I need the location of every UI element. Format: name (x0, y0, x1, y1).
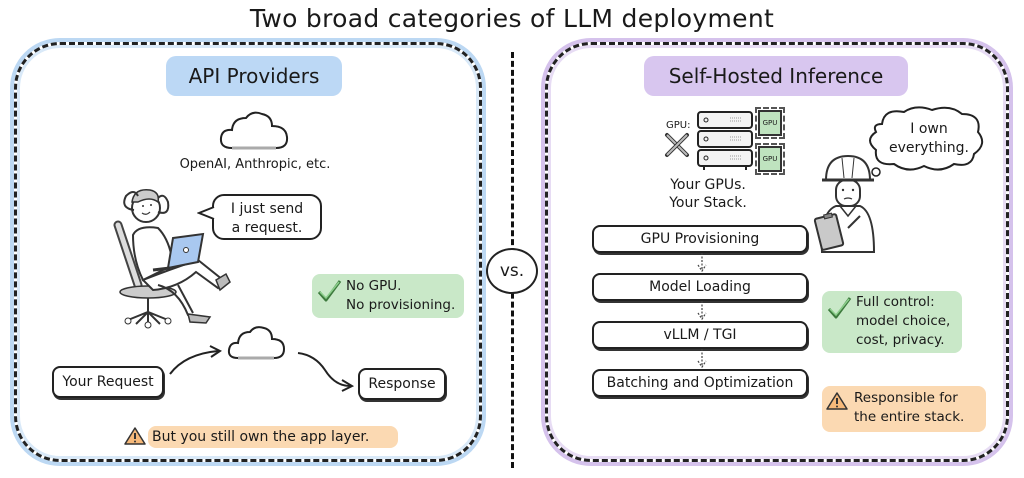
api-providers-label: API Providers (166, 56, 342, 96)
checkmark-icon (827, 297, 852, 319)
responsibility-line-1: Responsible for (854, 390, 958, 406)
cloud-caption: OpenAI, Anthropic, etc. (179, 157, 331, 172)
no-gpu-note: No GPU. No provisioning. (312, 274, 464, 318)
checkmark-icon (317, 280, 342, 302)
self-hosted-label: Self-Hosted Inference (644, 56, 908, 96)
gpu-chip-icon: GPU (755, 143, 785, 175)
speech-line-1: I just send (230, 201, 304, 217)
full-control-line-1: Full control: (856, 294, 935, 310)
hardware-caption-line-2: Your Stack. (669, 195, 747, 211)
warning-icon (124, 427, 146, 445)
diagram-title: Two broad categories of LLM deployment (249, 4, 775, 33)
step-model-loading: Model Loading (592, 273, 808, 301)
step-vllm-tgi: vLLM / TGI (592, 321, 808, 349)
full-control-note: Full control: model choice, cost, privac… (822, 291, 962, 353)
speech-line-2: a request. (231, 220, 303, 236)
vs-badge: vs. (486, 248, 538, 294)
server-rack-icon (697, 111, 753, 170)
provider-cloud-icon (227, 326, 286, 360)
dotted-arrow-icon (697, 349, 707, 369)
gpu-hardware-label: GPU: (666, 120, 691, 131)
speech-bubble-tail (197, 206, 215, 220)
warning-icon (826, 392, 848, 410)
tools-icon (665, 133, 689, 157)
responsibility-warning: Responsible for the entire stack. (822, 386, 986, 432)
no-gpu-line-2: No provisioning. (346, 297, 456, 313)
no-gpu-line-1: No GPU. (346, 278, 402, 294)
hardware-caption-line-1: Your GPUs. (670, 177, 746, 193)
self-hosted-panel (545, 42, 1009, 462)
dotted-arrow-icon (697, 301, 707, 321)
relaxed-developer-illustration (113, 189, 231, 329)
cloud-icon (219, 111, 289, 150)
dotted-arrow-icon (697, 253, 707, 273)
speech-bubble: I just send a request. (212, 194, 322, 240)
step-batching-optimization: Batching and Optimization (592, 369, 808, 397)
full-control-line-3: cost, privacy. (856, 332, 945, 348)
flow-arrows (169, 345, 355, 392)
thought-bubble-text: I own everything. (872, 120, 986, 158)
app-layer-warning: But you still own the app layer. (148, 426, 398, 448)
step-gpu-provisioning: GPU Provisioning (592, 225, 808, 253)
thought-line-2: everything. (888, 140, 969, 156)
full-control-line-2: model choice, (856, 313, 951, 329)
response-box: Response (358, 368, 446, 400)
engineer-illustration (813, 154, 876, 253)
gpu-chip-icon: GPU (755, 107, 785, 139)
thought-line-1: I own (910, 121, 948, 137)
your-request-box: Your Request (52, 366, 164, 398)
api-providers-panel (14, 42, 482, 462)
hardware-caption: Your GPUs. Your Stack. (660, 176, 756, 212)
responsibility-line-2: the entire stack. (854, 409, 965, 425)
